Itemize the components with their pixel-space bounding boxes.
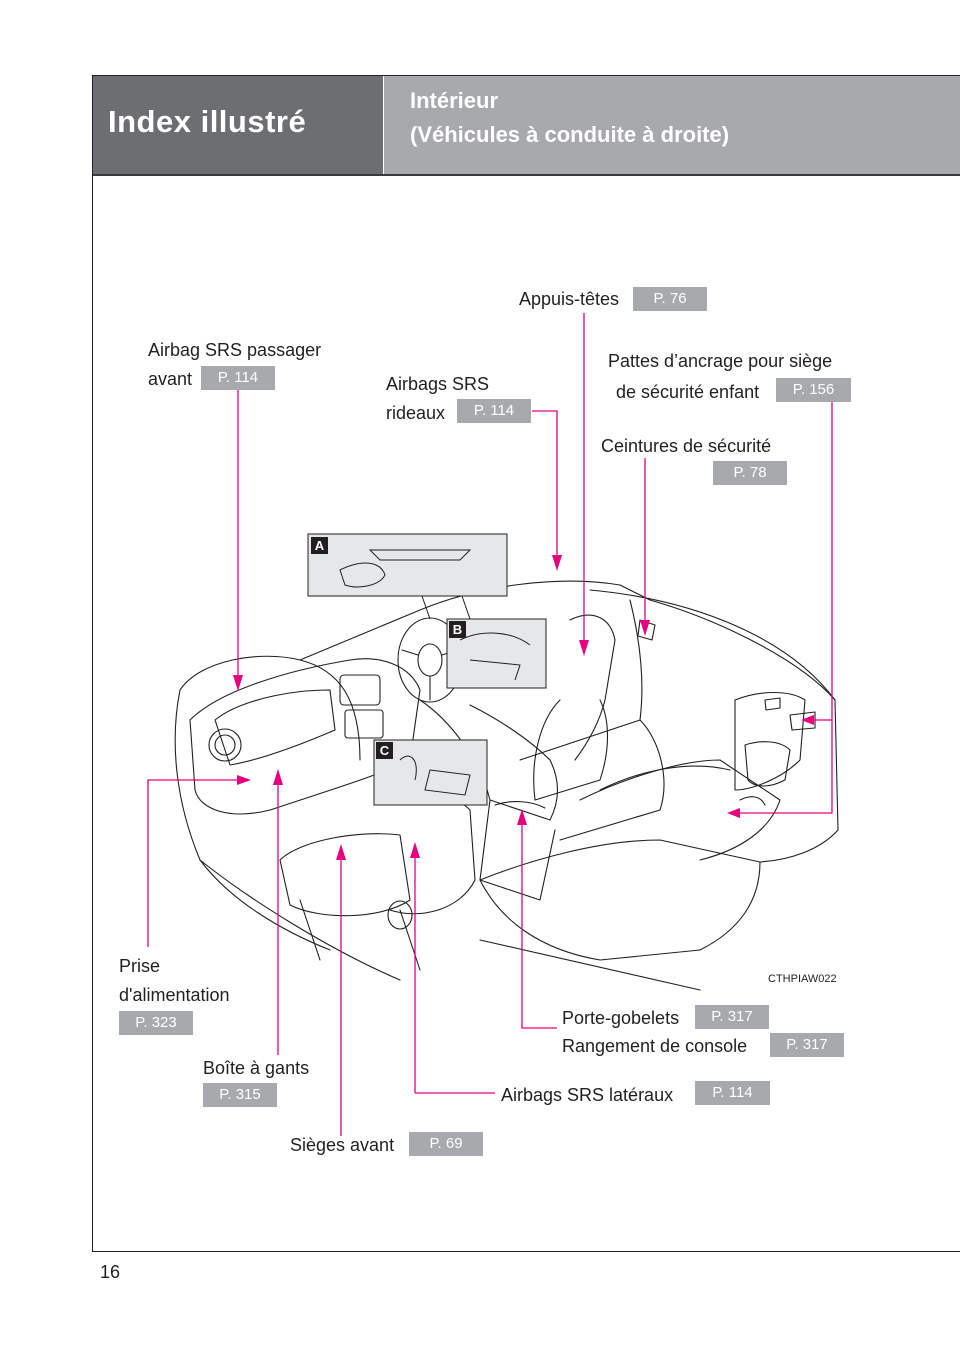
- ref-airbags-lateraux[interactable]: P. 114: [695, 1081, 770, 1105]
- label-prise-1: Prise: [119, 956, 161, 976]
- ref-appuis-tetes[interactable]: P. 76: [633, 287, 707, 311]
- inset-label-a: A: [311, 537, 328, 554]
- ref-airbag-passager[interactable]: P. 114: [201, 366, 275, 390]
- label-airbags-rideaux-1: Airbags SRS: [386, 374, 490, 394]
- page-number: 16: [100, 1262, 121, 1282]
- label-airbags-lateraux: Airbags SRS latéraux: [501, 1085, 674, 1105]
- ref-ceintures[interactable]: P. 78: [713, 461, 787, 485]
- label-airbag-passager-1: Airbag SRS passager: [148, 340, 322, 360]
- label-airbag-passager-2: avant: [148, 369, 193, 389]
- label-boite-gants: Boîte à gants: [203, 1058, 310, 1078]
- label-airbags-rideaux-2: rideaux: [386, 403, 446, 423]
- inset-label-b: B: [449, 621, 466, 638]
- ref-rangement-console[interactable]: P. 317: [770, 1033, 844, 1057]
- inset-label-c: C: [376, 742, 393, 759]
- header-title-tab: [384, 76, 960, 174]
- ref-airbags-rideaux[interactable]: P. 114: [457, 399, 531, 423]
- header-section-tab: [93, 76, 383, 174]
- page-title-line2: (Véhicules à conduite à droite): [410, 122, 730, 147]
- header-divider: [93, 174, 960, 176]
- section-title: Index illustré: [108, 104, 307, 139]
- page-frame: [92, 75, 960, 1252]
- ref-boite-gants[interactable]: P. 315: [203, 1083, 277, 1107]
- ref-prise[interactable]: P. 323: [119, 1011, 193, 1035]
- label-pattes-ancrage-2: de sécurité enfant: [616, 382, 760, 402]
- label-sieges-avant: Sièges avant: [290, 1135, 395, 1155]
- label-pattes-ancrage-1: Pattes d’ancrage pour siège: [608, 351, 833, 371]
- page-title-line1: Intérieur: [410, 88, 499, 113]
- ref-pattes-ancrage[interactable]: P. 156: [776, 378, 851, 402]
- label-ceintures: Ceintures de sécurité: [601, 436, 772, 456]
- label-rangement-console: Rangement de console: [562, 1036, 748, 1056]
- label-porte-gobelets: Porte-gobelets: [562, 1008, 680, 1028]
- label-prise-2: d'alimentation: [119, 985, 230, 1005]
- ref-porte-gobelets[interactable]: P. 317: [695, 1005, 769, 1029]
- figure-code: CTHPIAW022: [768, 973, 837, 985]
- label-appuis-tetes: Appuis-têtes: [519, 289, 620, 309]
- ref-sieges-avant[interactable]: P. 69: [409, 1132, 483, 1156]
